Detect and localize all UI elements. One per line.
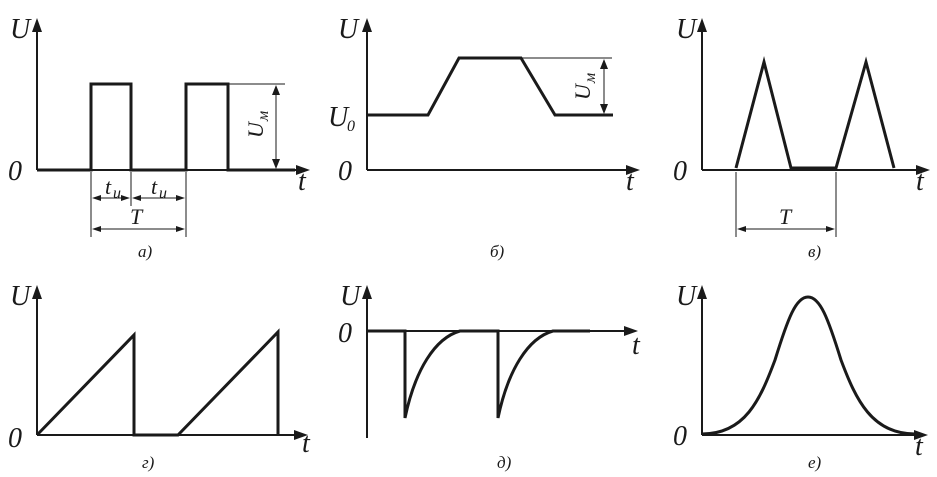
panel-b-offset-label: U xyxy=(328,102,350,133)
panel-a-amplitude-letter: U xyxy=(243,120,268,138)
panel-a-pulse-arrow-2b xyxy=(176,195,185,201)
panel-d-origin-label: 0 xyxy=(338,318,352,349)
panel-g-caption: г) xyxy=(142,453,155,472)
panel-d-signal xyxy=(367,329,590,419)
panel-b-y-label: U xyxy=(338,14,360,45)
panel-a-signal xyxy=(37,82,295,172)
panel-d-y-arrow xyxy=(362,285,372,299)
panel-e-y-arrow xyxy=(697,285,707,299)
panel-g-y-label: U xyxy=(10,281,32,312)
panel-a-y-arrow xyxy=(32,18,42,32)
panel-a-pulse-label-1: t xyxy=(105,174,112,199)
panel-e-signal xyxy=(701,295,916,436)
panel-v-y-label: U xyxy=(676,14,698,45)
panel-b-amplitude-label: U м xyxy=(570,73,599,100)
panel-v-caption: в) xyxy=(808,242,821,261)
panel-a-pulse-label-2: t xyxy=(151,174,158,199)
panel-b-offset-subscript: 0 xyxy=(347,118,355,135)
panel-b-origin-label: 0 xyxy=(338,156,352,187)
panel-v-y-arrow xyxy=(697,18,707,32)
panel-e-origin-label: 0 xyxy=(673,421,687,452)
panel-v-origin-label: 0 xyxy=(673,156,687,187)
panel-e-x-arrow xyxy=(914,430,928,440)
panel-b-signal xyxy=(367,56,613,117)
panel-b-amplitude-letter: U xyxy=(570,82,595,100)
panel-g-x-label: t xyxy=(302,428,311,459)
panel-a-pulse-arrow-1a xyxy=(92,195,101,201)
panel-b-x-label: t xyxy=(626,166,635,197)
panel-v-x-arrow xyxy=(916,165,930,175)
panel-g-origin-label: 0 xyxy=(8,423,22,454)
panel-v-signal xyxy=(734,56,896,170)
panel-a-pulse-arrow-2a xyxy=(132,195,141,201)
panel-a-y-label: U xyxy=(10,14,32,45)
panel-a-period-label: T xyxy=(130,204,144,229)
panel-b-amplitude-subscript: м xyxy=(582,73,599,84)
panel-g-y-arrow xyxy=(32,285,42,299)
panel-v-period-arrow-a xyxy=(737,226,746,232)
panel-d-caption: д) xyxy=(497,453,512,472)
panel-a-amplitude-arrow-bottom xyxy=(272,159,280,169)
panel-b-amplitude-arrow-top xyxy=(600,59,608,69)
panel-e-caption: е) xyxy=(808,453,822,472)
panel-b-x-arrow xyxy=(626,165,640,175)
panel-d-x-label: t xyxy=(632,330,641,361)
panel-a-amplitude-label: U м xyxy=(243,111,272,138)
panel-a-pulse-sub-1: и xyxy=(113,185,121,202)
panel-a-pulse-sub-2: и xyxy=(159,185,167,202)
panel-a-x-label: t xyxy=(298,166,307,197)
panel-a-pulse-arrow-1b xyxy=(121,195,130,201)
panel-a: U 0 t U м t и t и T а) xyxy=(8,14,310,261)
panel-a-amplitude-arrow-top xyxy=(272,85,280,95)
panel-b: U 0 t U 0 U м б) xyxy=(328,14,640,261)
panel-a-amplitude-subscript: м xyxy=(255,111,272,122)
panel-g-x-arrow xyxy=(294,430,308,440)
panel-v-period-arrow-b xyxy=(826,226,835,232)
panel-a-period-arrow-a xyxy=(92,226,101,232)
panel-d-y-label: U xyxy=(340,281,362,312)
panel-d: U 0 t д) xyxy=(338,281,641,472)
panel-g: U 0 t г) xyxy=(8,281,311,472)
panel-e-y-label: U xyxy=(676,281,698,312)
panel-b-amplitude-arrow-bottom xyxy=(600,104,608,114)
panel-d-x-arrow xyxy=(624,326,638,336)
panel-b-y-arrow xyxy=(362,18,372,32)
panel-g-signal xyxy=(35,328,280,437)
panel-a-origin-label: 0 xyxy=(8,156,22,187)
panel-a-period-arrow-b xyxy=(176,226,185,232)
panel-e-x-label: t xyxy=(915,431,924,462)
panel-v-period-label: T xyxy=(779,204,793,229)
panel-a-x-arrow xyxy=(296,165,310,175)
panel-v: U 0 t T в) xyxy=(673,14,930,261)
panel-a-caption: а) xyxy=(138,242,153,261)
panel-e: U 0 t е) xyxy=(673,281,928,472)
panel-b-caption: б) xyxy=(490,242,505,261)
panel-v-x-label: t xyxy=(916,166,925,197)
